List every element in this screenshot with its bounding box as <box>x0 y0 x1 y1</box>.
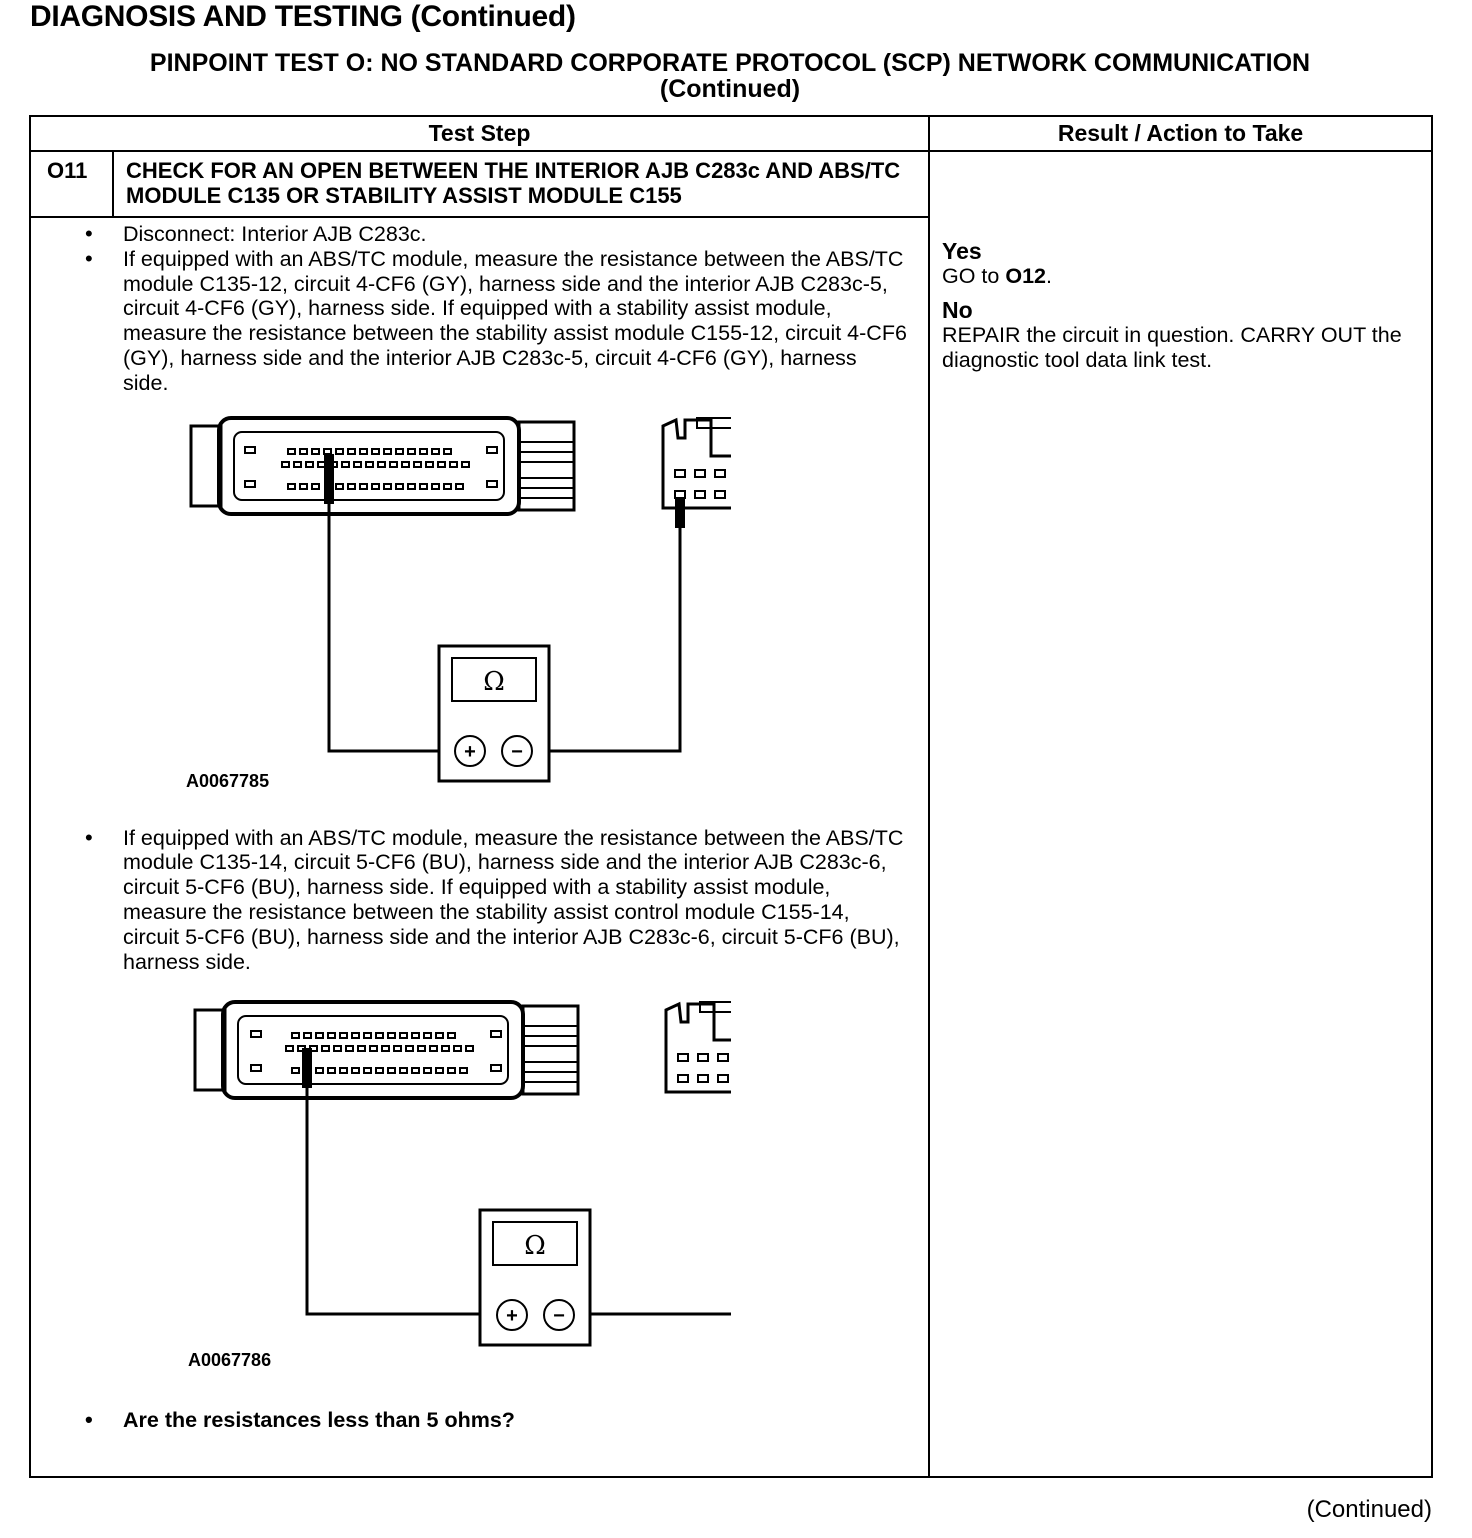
test-lead <box>533 527 682 753</box>
figure-id: A0067786 <box>188 1350 271 1370</box>
connector-diagram-2: Ω + − A0067786 <box>188 1000 731 1370</box>
step-body: Disconnect: Interior AJB C283c. If equip… <box>28 216 931 1478</box>
test-lead <box>305 1088 497 1316</box>
svg-text:+: + <box>506 1305 518 1327</box>
probe-icon <box>675 497 685 528</box>
step-heading: CHECK FOR AN OPEN BETWEEN THE INTERIOR A… <box>111 150 931 218</box>
page-title: DIAGNOSIS AND TESTING (Continued) <box>30 0 576 33</box>
instruction-disconnect: Disconnect: Interior AJB C283c. <box>85 222 908 247</box>
svg-text:Ω: Ω <box>524 1231 546 1261</box>
question-text: Are the resistances less than 5 ohms? <box>85 1408 908 1433</box>
junction-connector-icon <box>661 416 731 510</box>
pinpoint-test-title: PINPOINT TEST O: NO STANDARD CORPORATE P… <box>30 50 1430 102</box>
test-lead <box>573 1312 731 1316</box>
test-lead <box>327 503 453 753</box>
probe-icon <box>302 1048 312 1089</box>
step-id: O11 <box>29 150 114 218</box>
junction-connector-icon <box>664 1001 731 1094</box>
test-step-table: Test Step Result / Action to Take O11 CH… <box>28 115 1434 1478</box>
result-no-action: REPAIR the circuit in question. CARRY OU… <box>942 322 1402 372</box>
step-instructions-2: If equipped with an ABS/TC module, measu… <box>85 826 908 975</box>
connector-diagram-1: Ω + − A0067785 <box>186 415 731 791</box>
svg-text:−: − <box>511 741 523 763</box>
pinpoint-test-continued: (Continued) <box>659 75 801 103</box>
result-yes-action: GO to O12. <box>942 264 1052 288</box>
ohmmeter-icon: Ω + − <box>478 1208 592 1347</box>
svg-text:+: + <box>464 741 476 763</box>
instruction-measure-circuit-5: If equipped with an ABS/TC module, measu… <box>85 826 908 975</box>
column-header-result: Result / Action to Take <box>928 115 1434 152</box>
step-instructions: Disconnect: Interior AJB C283c. If equip… <box>85 222 908 396</box>
column-header-test-step: Test Step <box>28 115 931 152</box>
pinpoint-test-title-line: PINPOINT TEST O: NO STANDARD CORPORATE P… <box>149 49 1311 77</box>
result-cell: Yes GO to O12. No REPAIR the circuit in … <box>928 150 1434 1478</box>
result-yes-label: Yes <box>942 238 982 264</box>
continued-footer: (Continued) <box>1306 1496 1432 1523</box>
svg-text:−: − <box>553 1305 565 1327</box>
step-question: Are the resistances less than 5 ohms? <box>85 1408 908 1433</box>
figure-id: A0067785 <box>186 771 269 791</box>
svg-text:Ω: Ω <box>483 667 505 697</box>
instruction-measure-circuit-4: If equipped with an ABS/TC module, measu… <box>85 247 908 396</box>
probe-icon <box>324 453 334 504</box>
result-no-label: No <box>942 296 973 323</box>
result-yes-target: O12 <box>1005 264 1046 288</box>
ohmmeter-icon: Ω + − <box>437 644 551 783</box>
module-connector-icon <box>189 415 576 516</box>
module-connector-icon <box>193 1000 580 1101</box>
